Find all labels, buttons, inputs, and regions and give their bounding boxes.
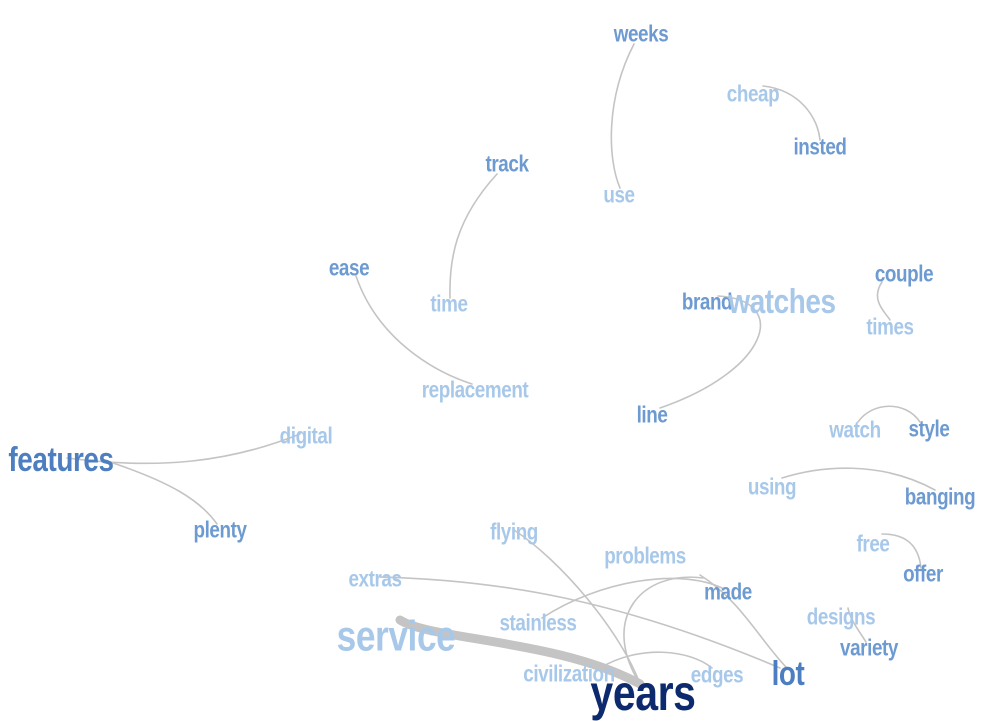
link-extras-lot <box>379 576 781 669</box>
word-replacement: replacement <box>421 376 529 403</box>
link-ease-replacement <box>355 275 473 385</box>
word-insted: insted <box>793 133 847 160</box>
word-using: using <box>747 473 797 500</box>
word-variety: variety <box>840 634 898 661</box>
word-designs: designs <box>806 603 876 630</box>
word-free: free <box>856 530 890 557</box>
link-brand-line <box>659 295 762 409</box>
word-track: track <box>485 150 529 177</box>
link-free-offer <box>881 533 922 569</box>
word-problems: problems <box>604 542 686 569</box>
link-flying-years <box>513 529 641 685</box>
link-using-banging <box>781 467 936 491</box>
word-lot: lot <box>771 655 805 693</box>
word-watches: watches <box>728 283 836 321</box>
link-features-plenty <box>109 461 218 525</box>
link-made-lot <box>699 574 787 668</box>
word-years: years <box>590 665 696 721</box>
word-edges: edges <box>690 661 744 688</box>
word-watch: watch <box>829 416 881 443</box>
word-banging: banging <box>904 483 976 510</box>
word-couple: couple <box>874 260 934 287</box>
link-track-time <box>449 173 498 299</box>
word-flying: flying <box>490 518 538 545</box>
word-weeks: weeks <box>613 20 669 47</box>
word-plenty: plenty <box>193 516 247 543</box>
word-brand: brand <box>681 288 733 315</box>
word-features: features <box>8 441 114 479</box>
word-times: times <box>866 313 914 340</box>
word-digital: digital <box>279 422 333 449</box>
link-stainless-made <box>541 577 723 619</box>
word-ease: ease <box>328 254 370 281</box>
word-stainless: stainless <box>499 609 577 636</box>
word-line: line <box>636 401 668 428</box>
link-designs-variety <box>847 607 867 643</box>
link-service-years <box>395 615 645 689</box>
link-cheap-insted <box>762 85 821 141</box>
link-weeks-use <box>610 43 635 189</box>
word-cheap: cheap <box>726 80 780 107</box>
word-service: service <box>336 612 456 661</box>
word-time: time <box>430 290 468 317</box>
link-watch-style <box>857 405 921 423</box>
word-civilization: civilization <box>523 660 615 687</box>
link-features-digital <box>66 433 301 465</box>
link-civilization-edges <box>599 651 713 669</box>
word-made: made <box>704 578 752 605</box>
word-style: style <box>908 415 950 442</box>
link-couple-times <box>876 281 891 321</box>
word-extras: extras <box>348 565 402 592</box>
word-use: use <box>603 181 635 208</box>
word-offer: offer <box>903 560 943 587</box>
